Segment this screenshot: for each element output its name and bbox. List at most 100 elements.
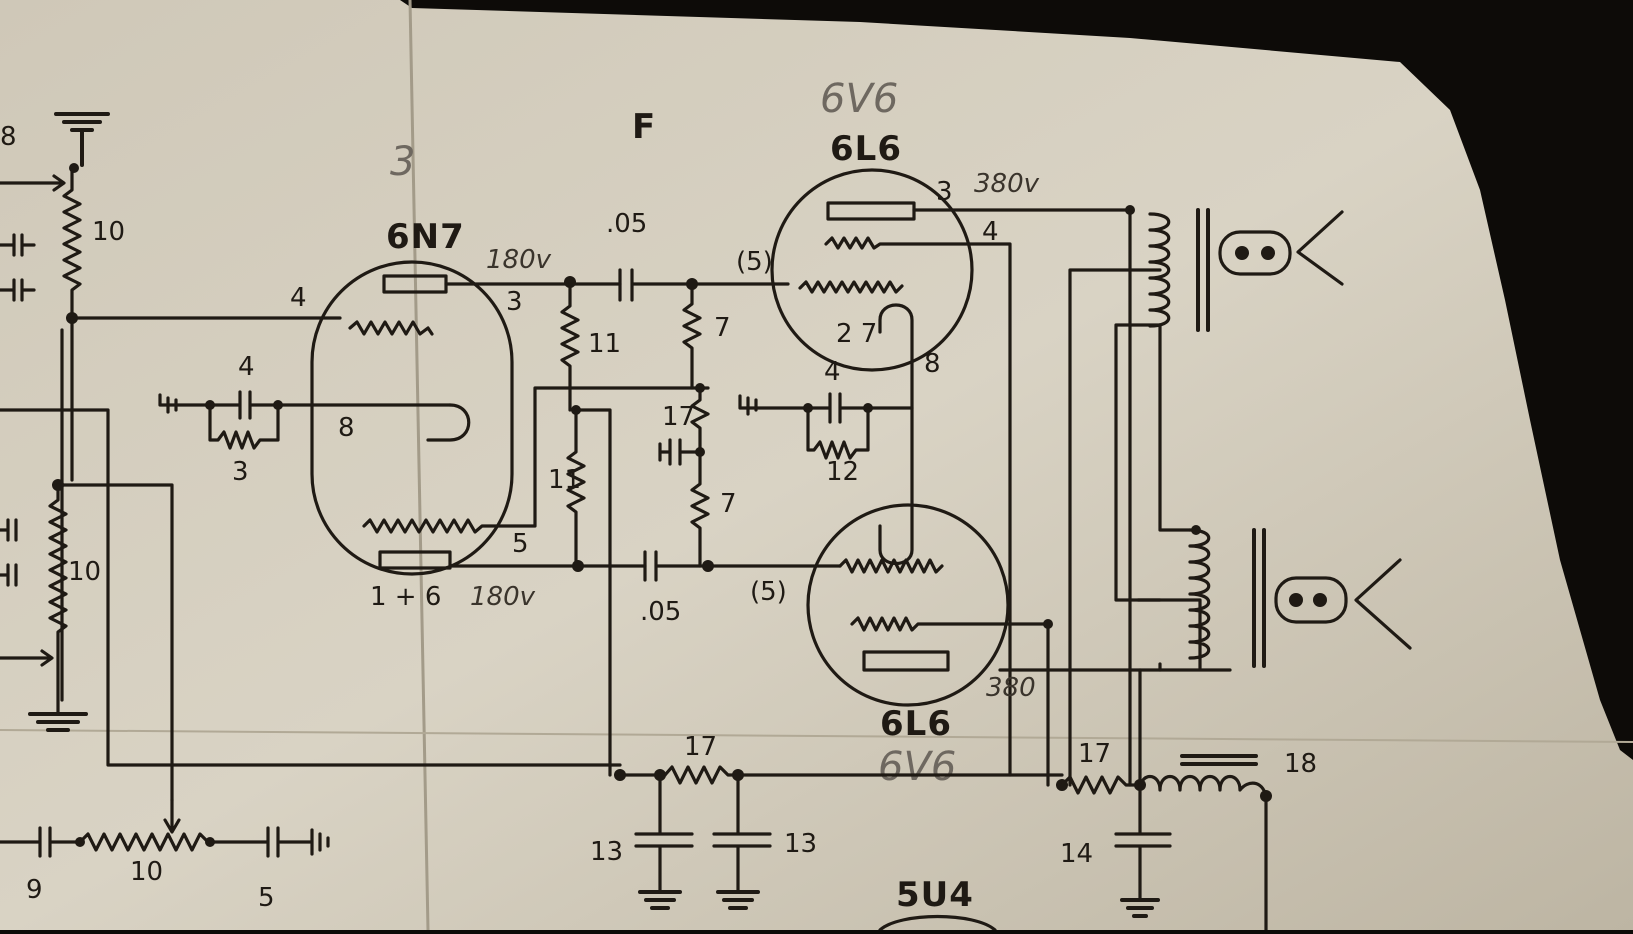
cathode-bypass-output [738, 392, 914, 460]
wire-left-loop [0, 408, 622, 767]
resistor-plate-load-bottom [566, 408, 586, 568]
tube-6n7-label: 6N7 [386, 217, 465, 257]
cap-coupling-top [618, 268, 790, 302]
paper-fold [408, 0, 430, 931]
paper-fold-horizontal [0, 729, 1633, 743]
tube-6l6-bottom-alt: 6V6 [878, 744, 956, 790]
tube-6l6-top-screen [824, 236, 1012, 777]
edge-cap-left-d [0, 563, 18, 587]
inductor-choke [1138, 774, 1268, 798]
tube-6l6-bottom-envelope [806, 503, 1010, 707]
label-cap-filter-b: 13 [784, 829, 817, 859]
tube-6l6-top-grid [798, 280, 904, 294]
inductor-choke-core [1180, 754, 1258, 766]
resistor-supply [1060, 775, 1142, 795]
pin-6l6-top-cathode: 8 [924, 349, 941, 379]
resistor-plate-load-top [560, 280, 580, 412]
pin-6n7-plate-a: 3 [506, 287, 523, 317]
edge-cap-left-a [0, 233, 36, 257]
label-plate-load-bottom: 11 [548, 465, 581, 495]
voltage-6l6-bottom: 380 [986, 673, 1036, 703]
junction-dot [205, 400, 215, 410]
label-choke: 18 [1284, 749, 1317, 779]
junction-dot [863, 403, 873, 413]
label-resistor-cathode-output: 12 [826, 457, 859, 487]
label-resistor-volume-top: 10 [92, 217, 125, 247]
tone-wiper [163, 798, 181, 834]
tube-6l6-top-envelope [770, 168, 974, 372]
tube-6n7-envelope [310, 260, 514, 576]
junction-dot [803, 403, 813, 413]
label-resistor-volume-mid: 10 [68, 557, 101, 587]
input-arrow [0, 174, 66, 192]
wiper-arrow [0, 649, 54, 667]
label-cap-filter-a: 13 [590, 837, 623, 867]
transformer-core-bottom [1252, 528, 1266, 668]
tube-6l6-top-heater [878, 303, 914, 565]
label-cap-coupling-bottom: .05 [640, 597, 681, 627]
edge-cap-left-c [0, 518, 18, 542]
pencil-letter-F: F [632, 107, 656, 147]
label-grid-leak-top: 7 [714, 313, 731, 343]
label-cap-filter-c: 14 [1060, 839, 1093, 869]
speaker-top-icon [1218, 210, 1344, 286]
pin-6l6-top-plate: 3 [936, 177, 953, 207]
junction-dot [614, 769, 626, 781]
resistor-grid-return [690, 386, 710, 454]
tube-6l6-bottom-grid [838, 558, 944, 574]
resistor-volume-top [62, 168, 82, 320]
voltage-6l6-top: 380v [974, 169, 1040, 199]
label-edge-top-left: 8 [0, 122, 17, 152]
label-cap-coupling-top: .05 [606, 209, 647, 239]
transformer-primary-top [1148, 212, 1171, 328]
voltage-6n7-bottom: 180v [470, 582, 536, 612]
cap-grid-return [658, 438, 702, 466]
ground-filter-c [1120, 898, 1160, 918]
label-resistor-cathode-driver: 3 [232, 457, 249, 487]
cathode-bypass-driver [158, 390, 452, 450]
wire-bottom-transformer-tap [1158, 323, 1192, 532]
ground-symbol-left [28, 712, 88, 732]
junction-dot [75, 837, 85, 847]
label-cap-left-bottom-a: 9 [26, 875, 43, 905]
tone-network [0, 826, 330, 858]
tube-5u4-envelope [878, 914, 997, 932]
pencil-small-mark: 3 [390, 139, 415, 185]
cap-filter-c [1114, 783, 1172, 900]
label-grid-return: 17 [662, 402, 695, 432]
ground-symbol-top [54, 112, 110, 167]
label-resistor-supply: 17 [1078, 739, 1111, 769]
label-cap-cathode-output: 4 [824, 357, 841, 387]
pin-6n7-grid-a: 4 [290, 283, 307, 313]
cap-filter-b [712, 773, 772, 892]
tube-5u4-label: 5U4 [896, 875, 974, 915]
tube-6n7-plate-b [378, 550, 452, 570]
wire-plate-feed [574, 408, 612, 777]
transformer-primary-bottom [1188, 528, 1211, 660]
speaker-bottom-icon [1274, 558, 1412, 650]
resistor-decoupling [663, 765, 742, 785]
pin-6l6-top-screen: 4 [982, 217, 999, 247]
edge-cap-left-b [0, 278, 36, 302]
pin-6l6-top-heater: 2 7 [836, 319, 877, 349]
tube-6n7-grid-b [362, 386, 710, 534]
label-cap-left-bottom-b: 5 [258, 883, 275, 913]
wire-transformer-return [1114, 323, 1162, 672]
tube-6l6-top-alt: 6V6 [820, 76, 898, 122]
resistor-grid-leak-top [682, 282, 702, 390]
tube-6l6-bottom-label: 6L6 [880, 704, 952, 744]
pin-6l6-top-grid: (5) [736, 247, 773, 277]
ground-filter-b [716, 890, 760, 910]
pin-6n7-plate-b: 5 [512, 529, 529, 559]
pin-6l6-bottom-grid: (5) [750, 577, 787, 607]
wire-transformer-lower [1136, 598, 1202, 670]
cap-filter-a [634, 773, 694, 892]
tube-6l6-top-label: 6L6 [830, 129, 902, 169]
tube-6n7-cathode [426, 403, 471, 442]
resistor-volume-mid [48, 483, 68, 714]
wire-supply-to-transformer [1128, 208, 1142, 787]
wire-to-mid [56, 483, 174, 802]
